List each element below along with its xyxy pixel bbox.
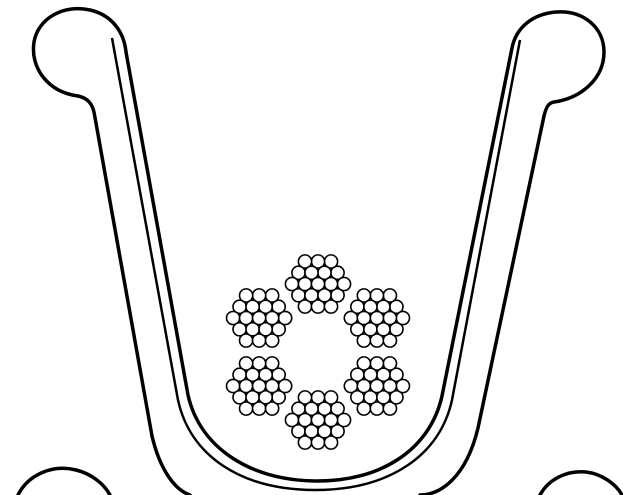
strand-wire bbox=[370, 311, 383, 324]
strand-wire bbox=[396, 311, 409, 324]
strand-wire bbox=[279, 379, 292, 392]
rope-strand bbox=[344, 357, 409, 415]
adjacent-sheave-right-flange bbox=[540, 472, 622, 495]
strand-wire bbox=[266, 311, 279, 324]
strand-wire bbox=[396, 379, 409, 392]
adjacent-sheave-left-flange bbox=[18, 468, 110, 495]
strand-wire bbox=[324, 277, 337, 290]
wire-rope-cross-section bbox=[227, 255, 410, 449]
strand-wire bbox=[337, 413, 350, 426]
rope-strand bbox=[227, 289, 292, 347]
rope-strand bbox=[344, 289, 409, 347]
strand-wire bbox=[253, 311, 266, 324]
strand-wire bbox=[253, 379, 266, 392]
strand-wire bbox=[311, 413, 324, 426]
rope-strand bbox=[227, 357, 292, 415]
strand-wire bbox=[337, 277, 350, 290]
strand-wire bbox=[383, 379, 396, 392]
rope-strand bbox=[285, 391, 350, 449]
strand-wire bbox=[279, 311, 292, 324]
strand-wire bbox=[370, 379, 383, 392]
rope-strand bbox=[285, 255, 350, 313]
strand-wire bbox=[266, 379, 279, 392]
strand-wire bbox=[383, 311, 396, 324]
strand-wire bbox=[311, 277, 324, 290]
strand-wire bbox=[324, 413, 337, 426]
